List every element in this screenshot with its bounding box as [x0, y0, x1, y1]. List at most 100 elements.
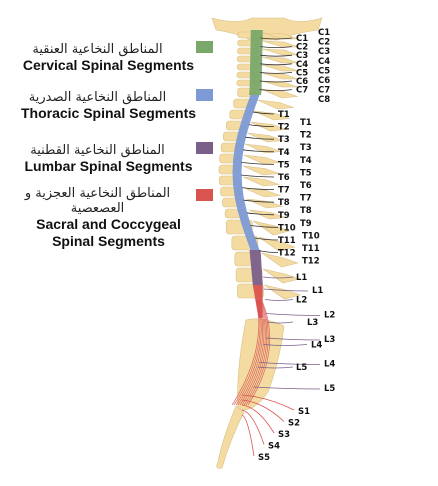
label-thoracic-inner-T4: T4: [278, 148, 290, 158]
label-thoracic-inner-T5: T5: [278, 160, 290, 170]
legend-thoracic-arabic: المناطق النخاعية الصدرية: [28, 90, 167, 105]
label-thoracic-inner-T11: T11: [278, 236, 296, 246]
label-sacral-S1: S1: [298, 407, 310, 417]
legend-cervical-swatch: [196, 41, 213, 53]
nerve-cervical: [260, 63, 293, 66]
nerve-cervical: [260, 37, 293, 40]
nerve-lumbar: [263, 276, 294, 279]
legend-thoracic-english: Thoracic Spinal Segments: [20, 105, 197, 121]
label-thoracic-inner-T3: T3: [278, 135, 290, 145]
label-lumbar-inner-L3: L3: [307, 318, 318, 328]
cauda-fiber: [233, 299, 261, 406]
nerve-sacral: [241, 409, 265, 445]
label-cervical-outer-C6: C6: [318, 76, 330, 86]
vertebra-process: [262, 56, 299, 64]
label-sacral-S4: S4: [268, 442, 280, 452]
label-cervical-inner-C5: C5: [296, 68, 308, 78]
nerve-thoracic: [246, 212, 275, 216]
nerve-lumbar-outer: [263, 288, 309, 292]
nerve-lumbar: [263, 344, 308, 346]
label-cervical-outer-C2: C2: [318, 38, 330, 48]
label-thoracic-outer-T12: T12: [302, 257, 320, 267]
nerve-thoracic: [252, 111, 275, 115]
label-cervical-inner-C7: C7: [296, 86, 308, 96]
spinal-nerves: [240, 37, 321, 457]
label-thoracic-outer-T4: T4: [300, 156, 312, 166]
legend-lumbar-arabic: المناطق النخاعية القطنية: [30, 143, 165, 158]
label-thoracic-inner-T6: T6: [278, 173, 290, 183]
label-cervical-outer-C3: C3: [318, 47, 330, 57]
cord-thoracic: [232, 95, 260, 250]
label-thoracic-outer-T2: T2: [300, 131, 312, 141]
nerve-lumbar-outer: [259, 362, 321, 365]
label-lumbar-inner-L4: L4: [311, 341, 322, 351]
legend-lumbar-swatch: [196, 142, 213, 154]
nerve-sacral: [241, 394, 295, 411]
label-thoracic-outer-T8: T8: [300, 206, 312, 216]
cauda-fiber: [245, 299, 269, 406]
nerve-lumbar-outer: [265, 337, 321, 341]
nerve-lumbar-outer: [265, 313, 321, 316]
label-thoracic-outer-T5: T5: [300, 168, 312, 178]
vertebra-process: [264, 284, 302, 300]
nerve-thoracic: [240, 174, 275, 178]
label-cervical-inner-C6: C6: [296, 77, 308, 87]
nerve-cervical: [260, 54, 293, 57]
vertebra-process: [253, 220, 291, 236]
label-thoracic-outer-T3: T3: [300, 143, 312, 153]
label-thoracic-inner-T10: T10: [278, 223, 296, 233]
label-lumbar-inner-L2: L2: [296, 296, 307, 306]
nerve-lumbar: [266, 321, 294, 324]
vertebra-process: [243, 154, 280, 165]
nerve-cervical: [259, 89, 293, 91]
legend-thoracic-swatch: [196, 89, 213, 101]
cauda-fiber: [241, 299, 266, 406]
vertebra-process: [262, 40, 299, 48]
legend-lumbar-english: Lumbar Spinal Segments: [24, 158, 193, 174]
vertebra-process: [262, 32, 299, 40]
vertebra-process: [242, 165, 280, 176]
cauda-fiber: [239, 299, 265, 406]
nerve-thoracic: [258, 250, 279, 253]
cauda-fiber: [243, 299, 268, 406]
vertebra-process: [243, 176, 280, 187]
spinal-cord: [231, 30, 271, 406]
nerve-cervical: [260, 46, 293, 48]
legend-cervical-english: Cervical Spinal Segments: [22, 57, 195, 73]
nerve-thoracic: [248, 124, 275, 127]
nerve-sacral: [241, 414, 255, 457]
label-sacral-S5: S5: [258, 453, 270, 463]
label-sacral-S2: S2: [288, 419, 300, 429]
vertebra-process: [257, 99, 294, 110]
label-thoracic-inner-T7: T7: [278, 186, 290, 196]
legend-sacral-english-line2: Spinal Segments: [52, 233, 165, 249]
legend-sacral-swatch: [196, 189, 213, 201]
label-thoracic-inner-T1: T1: [278, 110, 290, 120]
label-lumbar-outer-L3: L3: [324, 335, 335, 345]
vertebra-process: [261, 64, 299, 72]
nerve-cervical: [259, 80, 293, 83]
nerve-lumbar-outer: [253, 386, 321, 390]
label-thoracic-inner-T2: T2: [278, 123, 290, 133]
cauda-fiber: [231, 299, 260, 406]
vertebra-process: [244, 143, 282, 154]
legend-sacral: المناطق النخاعية العجزية و العصعصية Sacr…: [6, 186, 213, 250]
vertebra-process: [244, 187, 281, 198]
nerve-thoracic: [254, 237, 279, 241]
vertebra-process: [262, 48, 299, 56]
vertebra-process: [262, 268, 301, 284]
nerve-thoracic: [242, 149, 275, 153]
label-lumbar-inner-L1: L1: [296, 273, 307, 283]
label-thoracic-outer-T1: T1: [300, 118, 312, 128]
nerve-thoracic: [241, 162, 275, 165]
label-cervical-inner-C1: C1: [296, 34, 308, 44]
nerve-cervical: [259, 72, 293, 74]
label-cervical-outer-C8: C8: [318, 95, 330, 105]
legend-sacral-arabic: المناطق النخاعية العجزية و العصعصية: [24, 186, 171, 216]
vertebra-process: [258, 236, 296, 252]
label-cervical-inner-C2: C2: [296, 43, 308, 53]
label-lumbar-inner-L5: L5: [296, 363, 307, 373]
label-thoracic-inner-T9: T9: [278, 211, 290, 221]
label-thoracic-outer-T9: T9: [300, 219, 312, 229]
cauda-fiber: [247, 299, 271, 406]
